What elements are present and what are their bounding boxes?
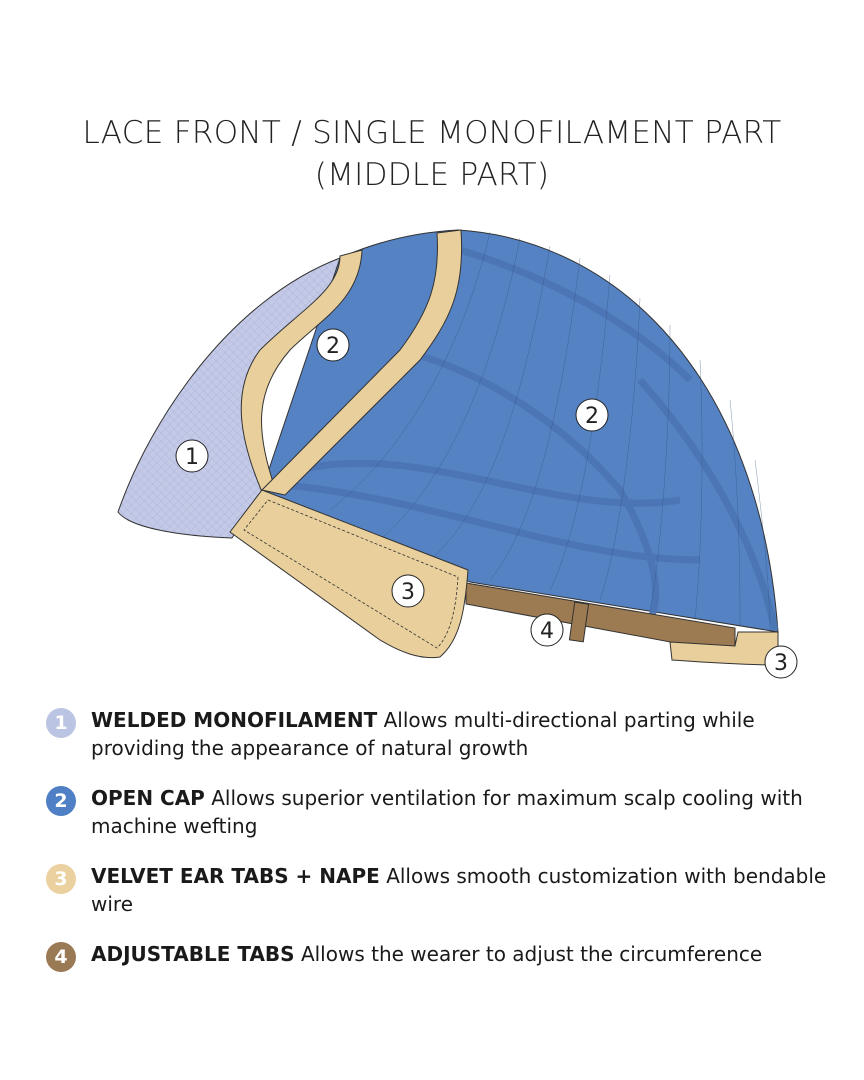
open-cap-region <box>261 229 779 633</box>
diagram-title: LACE FRONT / SINGLE MONOFILAMENT PART (M… <box>0 112 864 196</box>
label-nape: 3 <box>764 645 798 679</box>
legend-item-velvet-ear-tabs: 3 VELVET EAR TABS + NAPE Allows smooth c… <box>46 862 846 918</box>
legend-badge: 2 <box>46 786 76 816</box>
legend-badge: 3 <box>46 864 76 894</box>
label-open-cap-front: 2 <box>316 328 350 362</box>
legend-desc: Allows multi-directional parting while p… <box>91 708 755 760</box>
svg-text:4: 4 <box>540 619 554 644</box>
label-adjustable-tab: 4 <box>530 613 564 647</box>
label-ear-tab: 3 <box>391 574 425 608</box>
svg-text:3: 3 <box>774 651 788 676</box>
svg-text:2: 2 <box>326 334 340 359</box>
legend-title: ADJUSTABLE TABS <box>91 942 295 966</box>
part-strip-right <box>261 229 463 496</box>
legend-title: VELVET EAR TABS + NAPE <box>91 864 380 888</box>
title-line-2: (MIDDLE PART) <box>314 157 550 193</box>
legend: 1 WELDED MONOFILAMENT Allows multi-direc… <box>46 706 846 990</box>
nape-tab <box>669 631 779 666</box>
legend-item-adjustable-tabs: 4 ADJUSTABLE TABS Allows the wearer to a… <box>46 940 846 972</box>
legend-desc: Allows smooth customization with bendabl… <box>91 864 827 916</box>
legend-badge: 4 <box>46 942 76 972</box>
title-line-1: LACE FRONT / SINGLE MONOFILAMENT PART <box>82 115 782 151</box>
svg-text:2: 2 <box>585 404 599 429</box>
label-open-cap-back: 2 <box>575 398 609 432</box>
legend-desc: Allows the wearer to adjust the circumfe… <box>300 942 763 966</box>
legend-title: OPEN CAP <box>91 786 205 810</box>
svg-text:1: 1 <box>185 445 199 470</box>
svg-text:3: 3 <box>401 580 415 605</box>
legend-item-open-cap: 2 OPEN CAP Allows superior ventilation f… <box>46 784 846 840</box>
label-lace: 1 <box>175 439 209 473</box>
legend-item-welded-monofilament: 1 WELDED MONOFILAMENT Allows multi-direc… <box>46 706 846 762</box>
legend-desc: Allows superior ventilation for maximum … <box>91 786 803 838</box>
legend-title: WELDED MONOFILAMENT <box>91 708 378 732</box>
strap-buckle <box>568 601 590 643</box>
ear-tab <box>229 489 469 659</box>
legend-badge: 1 <box>46 708 76 738</box>
